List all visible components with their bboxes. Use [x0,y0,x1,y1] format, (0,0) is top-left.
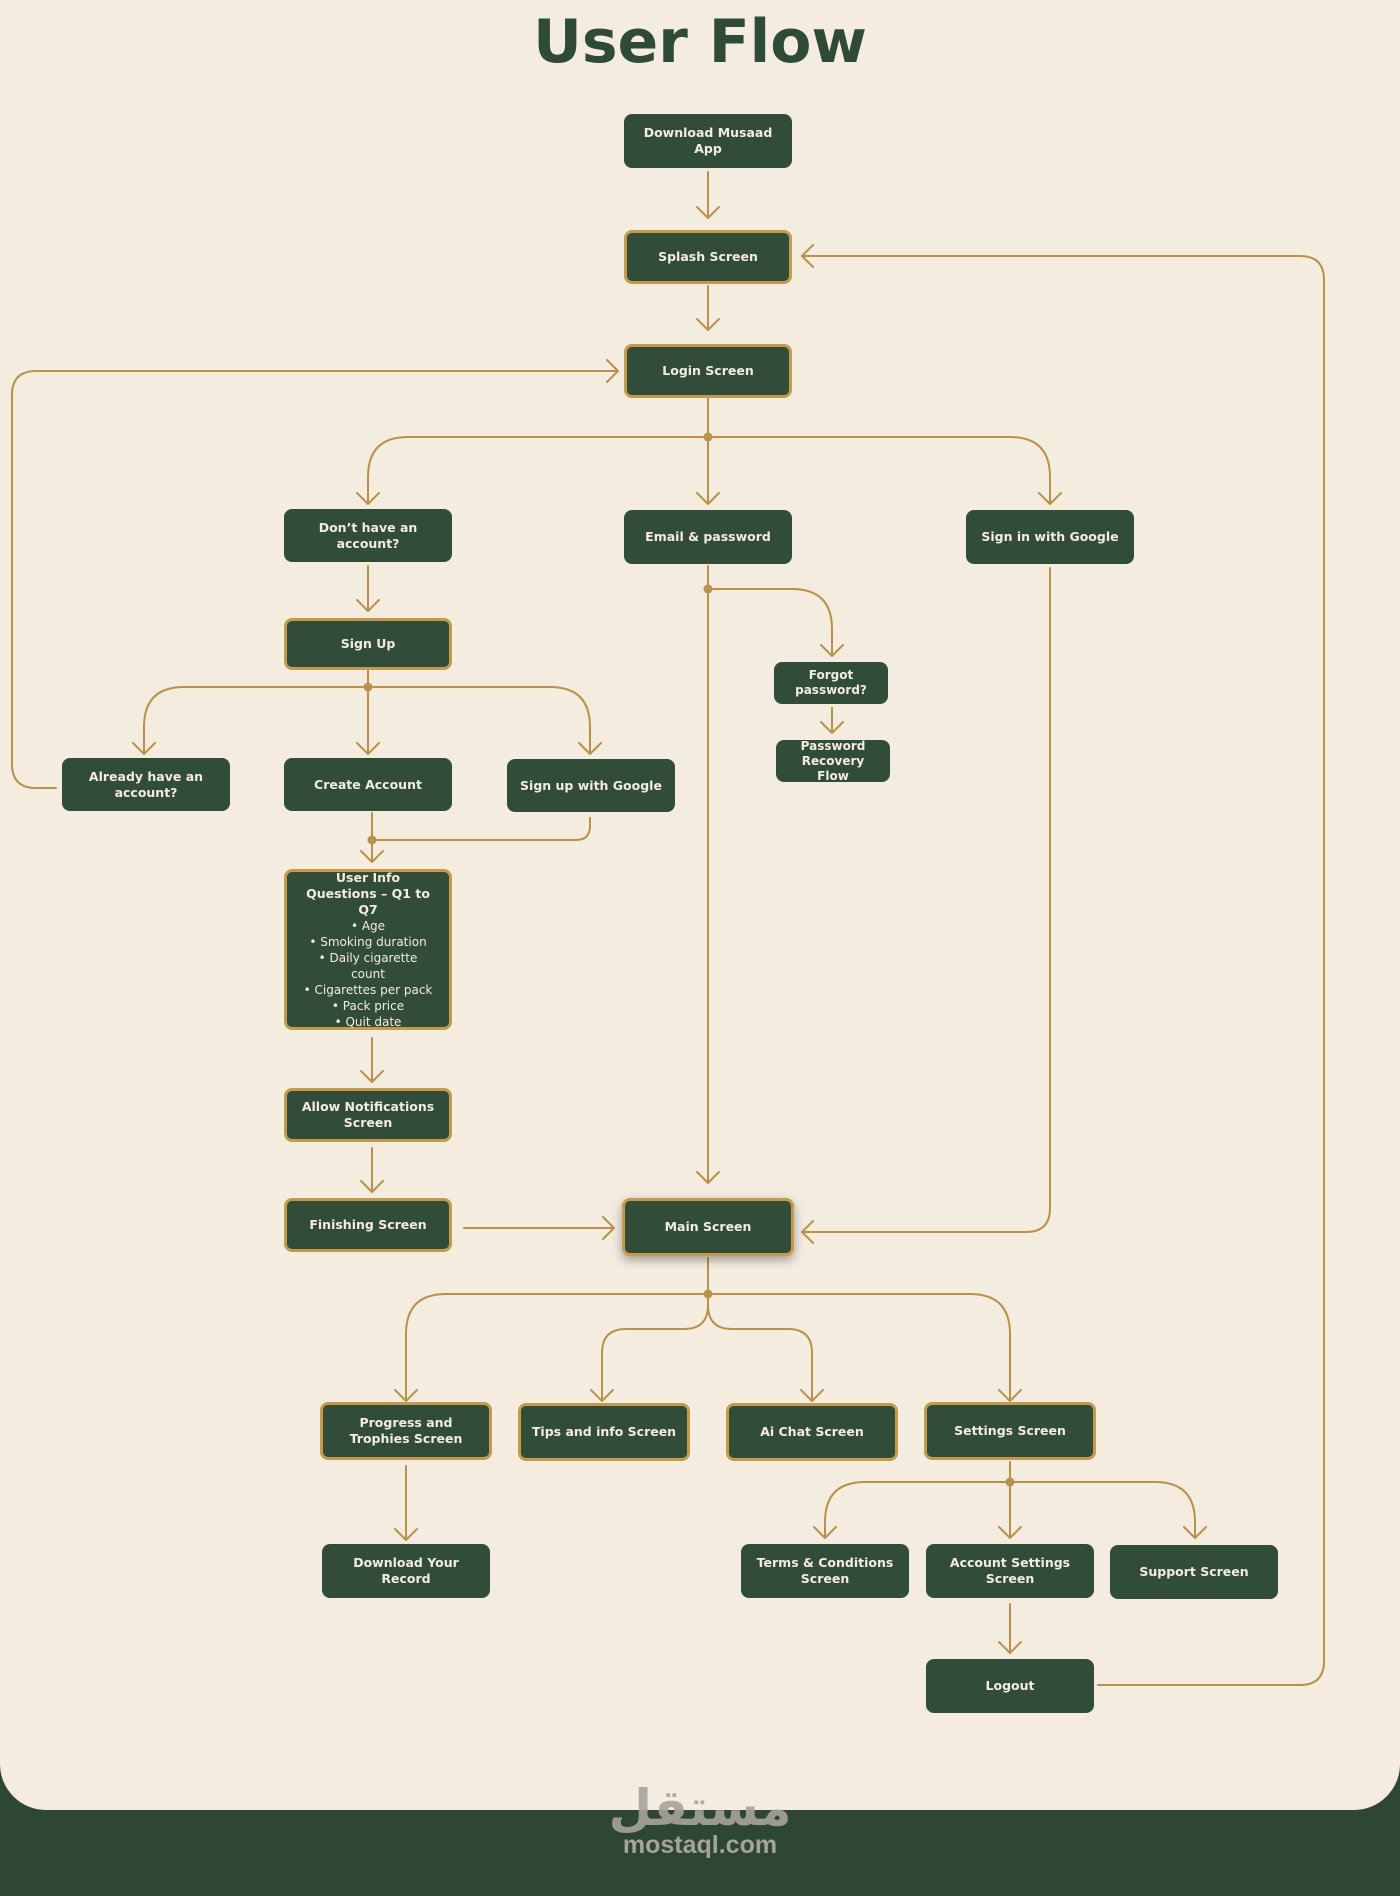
node-download-app-label: Download Musaad App [643,125,773,156]
node-ai-chat-label: Ai Chat Screen [760,1424,864,1439]
node-account-settings-label: Account Settings Screen [949,1555,1071,1586]
node-login-screen-label: Login Screen [662,363,754,378]
node-main-screen: Main Screen [622,1198,794,1256]
watermark-arabic-logo: مستقل [608,1779,792,1837]
connector-account-settings-to-logout [998,1603,1022,1654]
connector-signup-branch [132,669,602,755]
connector-splash-to-login [696,285,720,331]
node-progress-trophies: Progress and Trophies Screen [320,1402,492,1460]
node-password-recovery: Password Recovery Flow [776,738,890,783]
node-create-account-label: Create Account [314,776,422,792]
node-sign-in-google: Sign in with Google [966,510,1134,564]
connector-notifications-to-finishing [360,1147,384,1193]
node-password-recovery-label: Password Recovery Flow [800,738,866,783]
node-download-record: Download Your Record [322,1544,490,1598]
node-already-have-account: Already have an account? [62,758,230,811]
user-info-item: • Age [350,918,386,933]
diagram-title: User Flow [533,7,867,77]
junction-dot-main [703,1289,713,1299]
node-already-have-account-label: Already have an account? [88,768,204,800]
junction-dot-login [703,432,713,442]
node-sign-up-google: Sign up with Google [507,759,675,812]
node-support-screen: Support Screen [1110,1545,1278,1599]
flow-connectors [11,171,1325,1686]
node-tips-info: Tips and info Screen [518,1403,690,1461]
node-ai-chat: Ai Chat Screen [726,1403,898,1461]
user-info-item: • Quit date [334,1014,402,1029]
node-account-settings: Account Settings Screen [926,1544,1094,1598]
connector-email-to-forgot [707,588,844,657]
node-sign-up-google-label: Sign up with Google [520,777,662,793]
connector-main-branch [394,1257,1022,1402]
node-logout: Logout [926,1659,1094,1713]
junction-dot-settings [1005,1477,1015,1487]
node-sign-up-label: Sign Up [340,636,396,651]
node-create-account: Create Account [284,758,452,811]
connector-settings-branch [813,1461,1207,1539]
connector-forgot-to-recovery [820,707,844,734]
node-user-info-questions: User Info Questions – Q1 to Q7 • Age • S… [284,869,452,1030]
connector-finishing-to-main [463,1216,615,1240]
junction-dot-signup [363,682,373,692]
node-download-app: Download Musaad App [624,114,792,168]
connector-email-to-main [696,565,720,1184]
node-splash-screen-label: Splash Screen [658,249,758,264]
user-info-item: • Cigarettes per pack [303,982,433,997]
node-settings-screen-label: Settings Screen [954,1423,1066,1438]
user-info-title: User Info Questions – Q1 to Q7 [306,869,430,917]
node-terms-conditions: Terms & Conditions Screen [741,1544,909,1598]
node-allow-notifications-label: Allow Notifications Screen [301,1099,435,1130]
connector-no-account-to-signup [356,565,380,612]
node-download-record-label: Download Your Record [353,1555,459,1586]
node-forgot-password: Forgot password? [774,662,888,704]
user-info-item: • Pack price [331,998,405,1013]
node-dont-have-account-label: Don’t have an account? [318,519,418,551]
node-sign-in-google-label: Sign in with Google [981,529,1119,544]
diagram-panel [0,0,1400,1810]
node-settings-screen: Settings Screen [924,1402,1096,1460]
node-finishing-screen: Finishing Screen [284,1198,452,1252]
node-main-screen-label: Main Screen [664,1219,752,1234]
connector-progress-to-record [394,1465,418,1541]
connector-logout-to-splash [801,244,1325,1686]
connector-login-branch [356,397,1062,505]
watermark-site-text: mostaql.com [622,1831,778,1859]
node-logout-label: Logout [985,1678,1035,1693]
node-email-password-label: Email & password [645,529,771,544]
node-dont-have-account: Don’t have an account? [284,509,452,562]
junction-dot-merge [367,835,377,845]
connector-google-signup-merge [371,817,591,841]
connector-already-account-to-login [11,359,619,789]
node-support-screen-label: Support Screen [1139,1564,1249,1579]
node-sign-up: Sign Up [284,618,452,670]
connector-userinfo-to-notifications [360,1037,384,1083]
node-login-screen: Login Screen [624,344,792,398]
connector-download-to-splash [696,171,720,219]
node-progress-trophies-label: Progress and Trophies Screen [349,1415,463,1446]
node-email-password: Email & password [624,510,792,564]
user-info-item: • Daily cigarette count [318,950,418,981]
node-tips-info-label: Tips and info Screen [531,1424,677,1439]
node-terms-conditions-label: Terms & Conditions Screen [756,1555,894,1586]
connector-google-signin-to-main [801,567,1051,1244]
node-forgot-password-label: Forgot password? [795,668,867,697]
node-allow-notifications: Allow Notifications Screen [284,1088,452,1142]
node-splash-screen: Splash Screen [624,230,792,284]
user-info-item: • Smoking duration [309,934,427,949]
junction-dot-email [703,584,713,594]
node-finishing-screen-label: Finishing Screen [309,1217,427,1232]
